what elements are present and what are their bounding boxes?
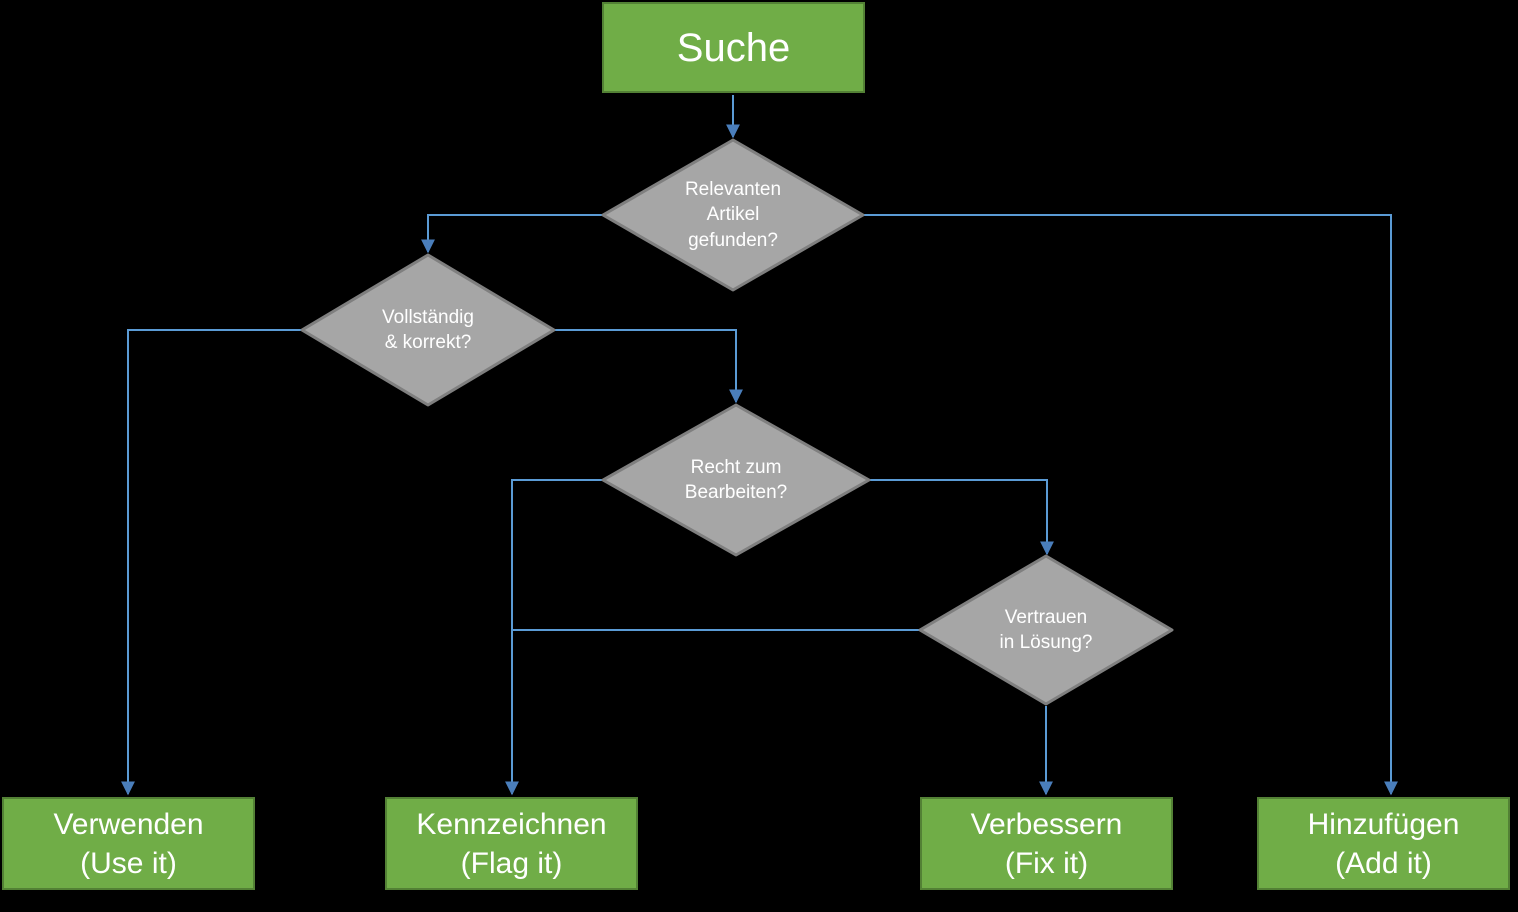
outcome-label-flag-it: Kennzeichnen (Flag it) — [416, 807, 607, 880]
edge-d1-to-d2 — [421, 214, 603, 254]
decision-diamond-right-to-edit — [601, 403, 871, 557]
decision-diamond-trust-in-solution — [918, 554, 1174, 706]
outcome-label-add-it: Hinzufügen (Add it) — [1307, 807, 1460, 880]
outcome-label-fix-it: Verbessern (Fix it) — [970, 807, 1123, 880]
outcome-node-use-it: Verwenden (Use it) — [2, 797, 255, 890]
edge-d3-to-d4 — [869, 479, 1054, 556]
decision-diamond-relevant-article-found — [601, 138, 865, 292]
start-node-label: Suche — [676, 25, 791, 70]
outcome-node-add-it: Hinzufügen (Add it) — [1257, 797, 1510, 890]
start-node-suche: Suche — [602, 2, 865, 93]
outcome-label-use-it: Verwenden (Use it) — [53, 807, 204, 880]
edge-d2-to-use — [121, 329, 303, 796]
edge-d2-to-d3 — [555, 329, 743, 404]
edge-d3-to-flag — [505, 479, 603, 796]
outcome-node-flag-it: Kennzeichnen (Flag it) — [385, 797, 638, 890]
outcome-node-fix-it: Verbessern (Fix it) — [920, 797, 1173, 890]
edge-d1-to-add — [863, 214, 1398, 796]
decision-diamond-complete-and-correct — [300, 253, 556, 407]
